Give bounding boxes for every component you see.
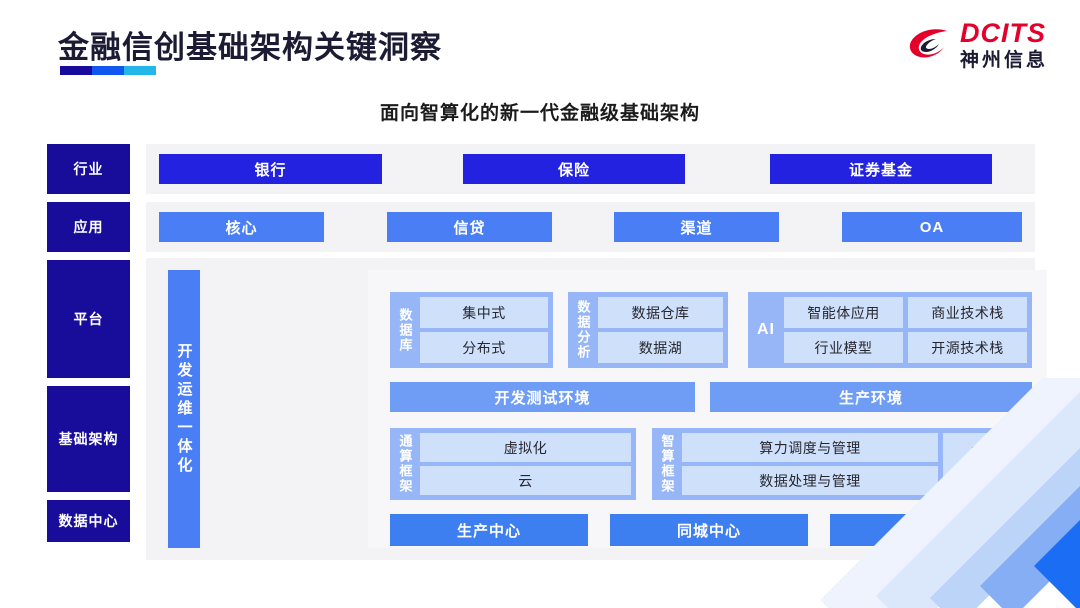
tile-compute-scheduling-management[interactable]: 算力调度与管理: [682, 433, 938, 462]
tile-centralized[interactable]: 集中式: [420, 297, 548, 328]
title-accent-bar: [60, 66, 156, 75]
datacenter-remote[interactable]: 异地中心: [830, 514, 1032, 546]
logo-en-text: DCITS: [959, 18, 1046, 48]
industry-item-insurance[interactable]: 保险: [463, 154, 685, 184]
tile-open-source-tech-stack[interactable]: 开源技术栈: [908, 332, 1027, 363]
lane-label-application: 应用: [47, 202, 130, 252]
platform-inner-panel: 数据库 集中式 分布式 数据分析 数据仓库 数据湖 AI 智能体应用 商业技术栈: [368, 270, 1047, 548]
tile-agent-application[interactable]: 智能体应用: [784, 297, 903, 328]
lane-label-column: 行业 应用 平台 基础架构 数据中心: [47, 144, 130, 550]
group-general-compute-framework[interactable]: 通算框架 虚拟化 云: [390, 428, 636, 500]
accent-segment-cyan: [124, 66, 156, 75]
tile-data-lake[interactable]: 数据湖: [598, 332, 723, 363]
lane-label-infrastructure: 基础架构: [47, 386, 130, 492]
group-general-compute-caption: 通算框架: [397, 434, 413, 494]
group-data-analytics[interactable]: 数据分析 数据仓库 数据湖: [568, 292, 728, 368]
datacenter-production[interactable]: 生产中心: [390, 514, 588, 546]
tile-training-inference[interactable]: 训练 推理: [943, 433, 1027, 495]
group-ai[interactable]: AI 智能体应用 商业技术栈 行业模型 开源技术栈: [748, 292, 1032, 368]
lane-label-platform: 平台: [47, 260, 130, 378]
application-band: 核心 信贷 渠道 OA: [146, 202, 1035, 252]
tile-training-label: 训练: [970, 446, 1000, 463]
company-logo: DCITS 神州信息: [906, 20, 1048, 70]
dcits-swoosh-icon: [906, 22, 953, 69]
bar-dev-test-environment[interactable]: 开发测试环境: [390, 382, 695, 412]
application-item-credit[interactable]: 信贷: [387, 212, 552, 242]
group-ai-caption: AI: [757, 321, 775, 338]
tile-commercial-tech-stack[interactable]: 商业技术栈: [908, 297, 1027, 328]
group-intelligent-compute-caption: 智算框架: [659, 434, 675, 494]
tile-data-processing-management[interactable]: 数据处理与管理: [682, 466, 938, 495]
application-item-channel[interactable]: 渠道: [614, 212, 779, 242]
group-database-caption: 数据库: [397, 307, 413, 353]
tile-distributed[interactable]: 分布式: [420, 332, 548, 363]
industry-item-bank[interactable]: 银行: [159, 154, 382, 184]
bar-production-environment[interactable]: 生产环境: [710, 382, 1032, 412]
group-intelligent-compute-framework[interactable]: 智算框架 算力调度与管理 数据处理与管理 训练 推理: [652, 428, 1032, 500]
tile-cloud[interactable]: 云: [420, 466, 631, 495]
tile-industry-model[interactable]: 行业模型: [784, 332, 903, 363]
application-item-oa[interactable]: OA: [842, 212, 1022, 242]
industry-item-securities-fund[interactable]: 证券基金: [770, 154, 992, 184]
platform-infrastructure-band: 开发运维一体化 等保合规安全 业务连续性及数据保护 数据库 集中式 分布式 数据…: [146, 258, 1047, 560]
group-database[interactable]: 数据库 集中式 分布式: [390, 292, 553, 368]
application-item-core[interactable]: 核心: [159, 212, 324, 242]
diagram-subtitle: 面向智算化的新一代金融级基础架构: [379, 103, 700, 124]
lane-label-datacenter: 数据中心: [47, 500, 130, 542]
tile-virtualization[interactable]: 虚拟化: [420, 433, 631, 462]
tile-data-warehouse[interactable]: 数据仓库: [598, 297, 723, 328]
accent-segment-navy: [60, 66, 92, 75]
accent-segment-blue: [92, 66, 124, 75]
pillar-devops[interactable]: 开发运维一体化: [168, 270, 200, 548]
group-analytics-caption: 数据分析: [575, 300, 591, 360]
tile-inference-label: 推理: [970, 465, 1000, 481]
industry-band: 银行 保险 证券基金: [146, 144, 1035, 194]
page-title: 金融信创基础架构关键洞察: [58, 30, 442, 65]
lane-label-industry: 行业: [47, 144, 130, 194]
logo-cn-text: 神州信息: [959, 50, 1048, 71]
datacenter-metro[interactable]: 同城中心: [610, 514, 808, 546]
